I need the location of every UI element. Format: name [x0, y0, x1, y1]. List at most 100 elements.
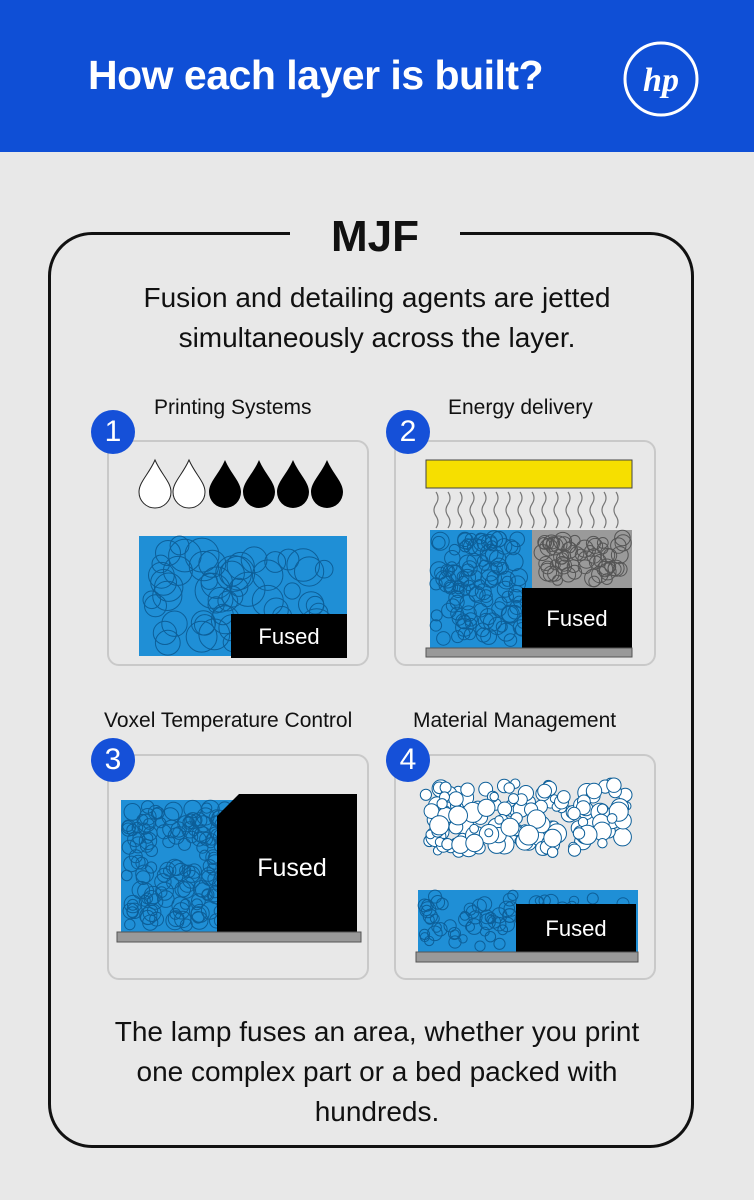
- particle: [138, 894, 151, 907]
- particle: [606, 777, 622, 793]
- particle: [448, 805, 468, 826]
- particle: [445, 598, 461, 613]
- particle: [205, 837, 217, 849]
- particle: [185, 620, 218, 653]
- particle: [190, 911, 209, 930]
- fused-label: Fused: [257, 854, 327, 882]
- particle: [191, 893, 206, 909]
- particle: [481, 534, 498, 551]
- particle: [493, 937, 506, 950]
- particle: [475, 627, 492, 643]
- particle: [567, 843, 582, 857]
- particle: [463, 628, 477, 641]
- fusing-drop-1: [209, 460, 241, 508]
- temperature-illustration: [116, 794, 362, 943]
- particle: [503, 782, 515, 794]
- particle: [126, 823, 139, 837]
- particle: [465, 833, 484, 853]
- particle: [421, 904, 433, 917]
- particle: [474, 583, 492, 601]
- particle: [207, 596, 225, 614]
- particle: [604, 560, 617, 573]
- step-2-label: Energy delivery: [448, 396, 593, 419]
- particle: [448, 927, 461, 940]
- heat-wave: [529, 491, 535, 529]
- particle: [610, 546, 629, 564]
- fused-part: [217, 794, 357, 932]
- particle: [449, 929, 460, 940]
- particle: [508, 793, 519, 805]
- particle: [419, 788, 432, 801]
- particle: [601, 573, 613, 586]
- particle: [479, 543, 499, 563]
- particle: [130, 854, 146, 870]
- particle: [191, 812, 208, 829]
- particle: [430, 531, 450, 551]
- particle: [144, 594, 167, 618]
- particle: [500, 604, 520, 624]
- particle: [467, 538, 485, 557]
- particle: [458, 934, 468, 944]
- particle: [614, 529, 631, 547]
- step-1-card: Fused: [107, 440, 369, 666]
- heat-wave: [469, 491, 475, 529]
- particle: [509, 575, 526, 593]
- particle: [491, 907, 508, 924]
- particle: [218, 560, 245, 587]
- particle: [226, 551, 255, 581]
- particle: [509, 531, 525, 548]
- fused-region: [231, 614, 347, 658]
- particle: [501, 575, 513, 587]
- particle: [145, 861, 158, 874]
- particle: [138, 831, 158, 851]
- particle: [460, 605, 477, 622]
- particle: [451, 610, 467, 626]
- particle: [567, 806, 581, 821]
- particle: [154, 629, 181, 656]
- particle: [459, 583, 472, 596]
- build-platform: [425, 647, 633, 658]
- particle: [151, 554, 171, 574]
- particle: [600, 547, 616, 563]
- particle: [428, 889, 442, 904]
- particle: [229, 577, 249, 597]
- particle: [164, 801, 183, 821]
- particle: [162, 555, 193, 586]
- particle: [152, 620, 178, 645]
- particle: [542, 537, 554, 550]
- particle: [436, 897, 449, 911]
- particle: [455, 613, 471, 629]
- particle: [198, 618, 231, 651]
- particle: [447, 564, 465, 582]
- particle: [556, 536, 572, 552]
- particle: [610, 537, 627, 554]
- step-2-card: Fused: [394, 440, 656, 666]
- particle: [201, 799, 220, 819]
- particle: [497, 570, 516, 590]
- step-3-number: 3: [91, 738, 135, 782]
- particle: [286, 548, 320, 582]
- header-banner: How each layer is built? hp: [0, 0, 754, 152]
- panel-title: MJF: [290, 210, 460, 264]
- particle: [545, 537, 564, 556]
- particle: [150, 807, 163, 820]
- particle: [131, 880, 150, 900]
- particle: [469, 823, 479, 834]
- particle: [194, 614, 216, 636]
- particle: [497, 801, 513, 817]
- particle: [465, 918, 483, 935]
- particle: [185, 830, 199, 844]
- particle: [150, 568, 177, 596]
- particle: [480, 594, 494, 608]
- particle: [126, 898, 139, 911]
- particle: [172, 902, 191, 920]
- particle: [496, 580, 514, 598]
- particle: [557, 559, 571, 572]
- particle: [439, 781, 452, 794]
- particle: [156, 867, 172, 883]
- particle: [443, 579, 459, 595]
- fusing-drop-2: [243, 460, 275, 508]
- particle: [190, 903, 210, 923]
- particle: [142, 914, 159, 931]
- particle: [252, 559, 284, 591]
